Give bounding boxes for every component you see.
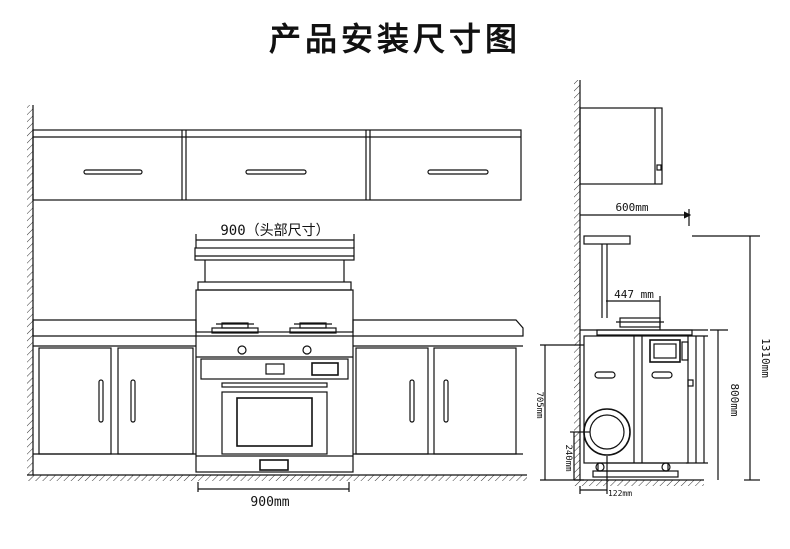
oven-window — [236, 397, 313, 447]
inner-depth-label: 447 mm — [614, 288, 654, 301]
oven-handle — [221, 382, 328, 388]
body-height-dimension — [540, 344, 584, 481]
control-display — [265, 363, 285, 375]
side-base — [592, 462, 679, 478]
integrated-stove — [195, 335, 354, 473]
inner-depth-dimension — [606, 296, 661, 330]
range-hood — [194, 247, 355, 333]
side-countertop — [580, 317, 708, 336]
total-height-dimension — [692, 235, 760, 481]
counter-height-label: 800mm — [728, 383, 741, 416]
pipe-height-label: 240mm — [563, 444, 573, 471]
pipe-height-dimension — [570, 431, 584, 480]
countertop — [32, 319, 524, 347]
pipe-offset-dimension — [579, 456, 608, 494]
body-height-label: 705mm — [534, 391, 544, 418]
cabinet-handle — [83, 169, 143, 175]
side-floor-hatch — [574, 480, 704, 486]
burner-left — [211, 322, 259, 334]
front-view — [27, 105, 527, 492]
side-upper-cabinet — [579, 107, 663, 185]
base-cabinets — [33, 347, 523, 455]
page-title: 产品安装尺寸图 — [268, 20, 521, 58]
knob-right — [302, 345, 312, 355]
oven-door — [221, 391, 328, 455]
side-stove-body — [583, 335, 708, 464]
burner-right — [289, 322, 337, 334]
control-panel — [311, 362, 339, 376]
left-wall-hatch — [27, 105, 33, 475]
base-width-dimension — [197, 482, 350, 492]
head-width-label: 900（头部尺寸） — [220, 223, 329, 239]
side-view — [540, 80, 760, 494]
depth-dimension — [580, 209, 692, 226]
side-gas-pipe — [583, 408, 631, 456]
head-width-dimension — [195, 234, 355, 248]
side-hood — [583, 235, 631, 318]
upper-cabinets — [32, 129, 522, 201]
base-width-label: 900mm — [250, 495, 289, 510]
knob-left — [237, 345, 247, 355]
counter-height-dimension — [710, 329, 728, 480]
cabinet-handle — [245, 169, 307, 175]
bottom-drawer-handle — [259, 459, 289, 471]
cabinet-handle — [427, 169, 489, 175]
front-floor-hatch — [27, 475, 527, 481]
pipe-offset-label: 122mm — [608, 489, 632, 498]
depth-label: 600mm — [615, 201, 648, 214]
total-height-label: 1310mm — [759, 338, 772, 378]
side-wall-hatch — [574, 80, 580, 480]
